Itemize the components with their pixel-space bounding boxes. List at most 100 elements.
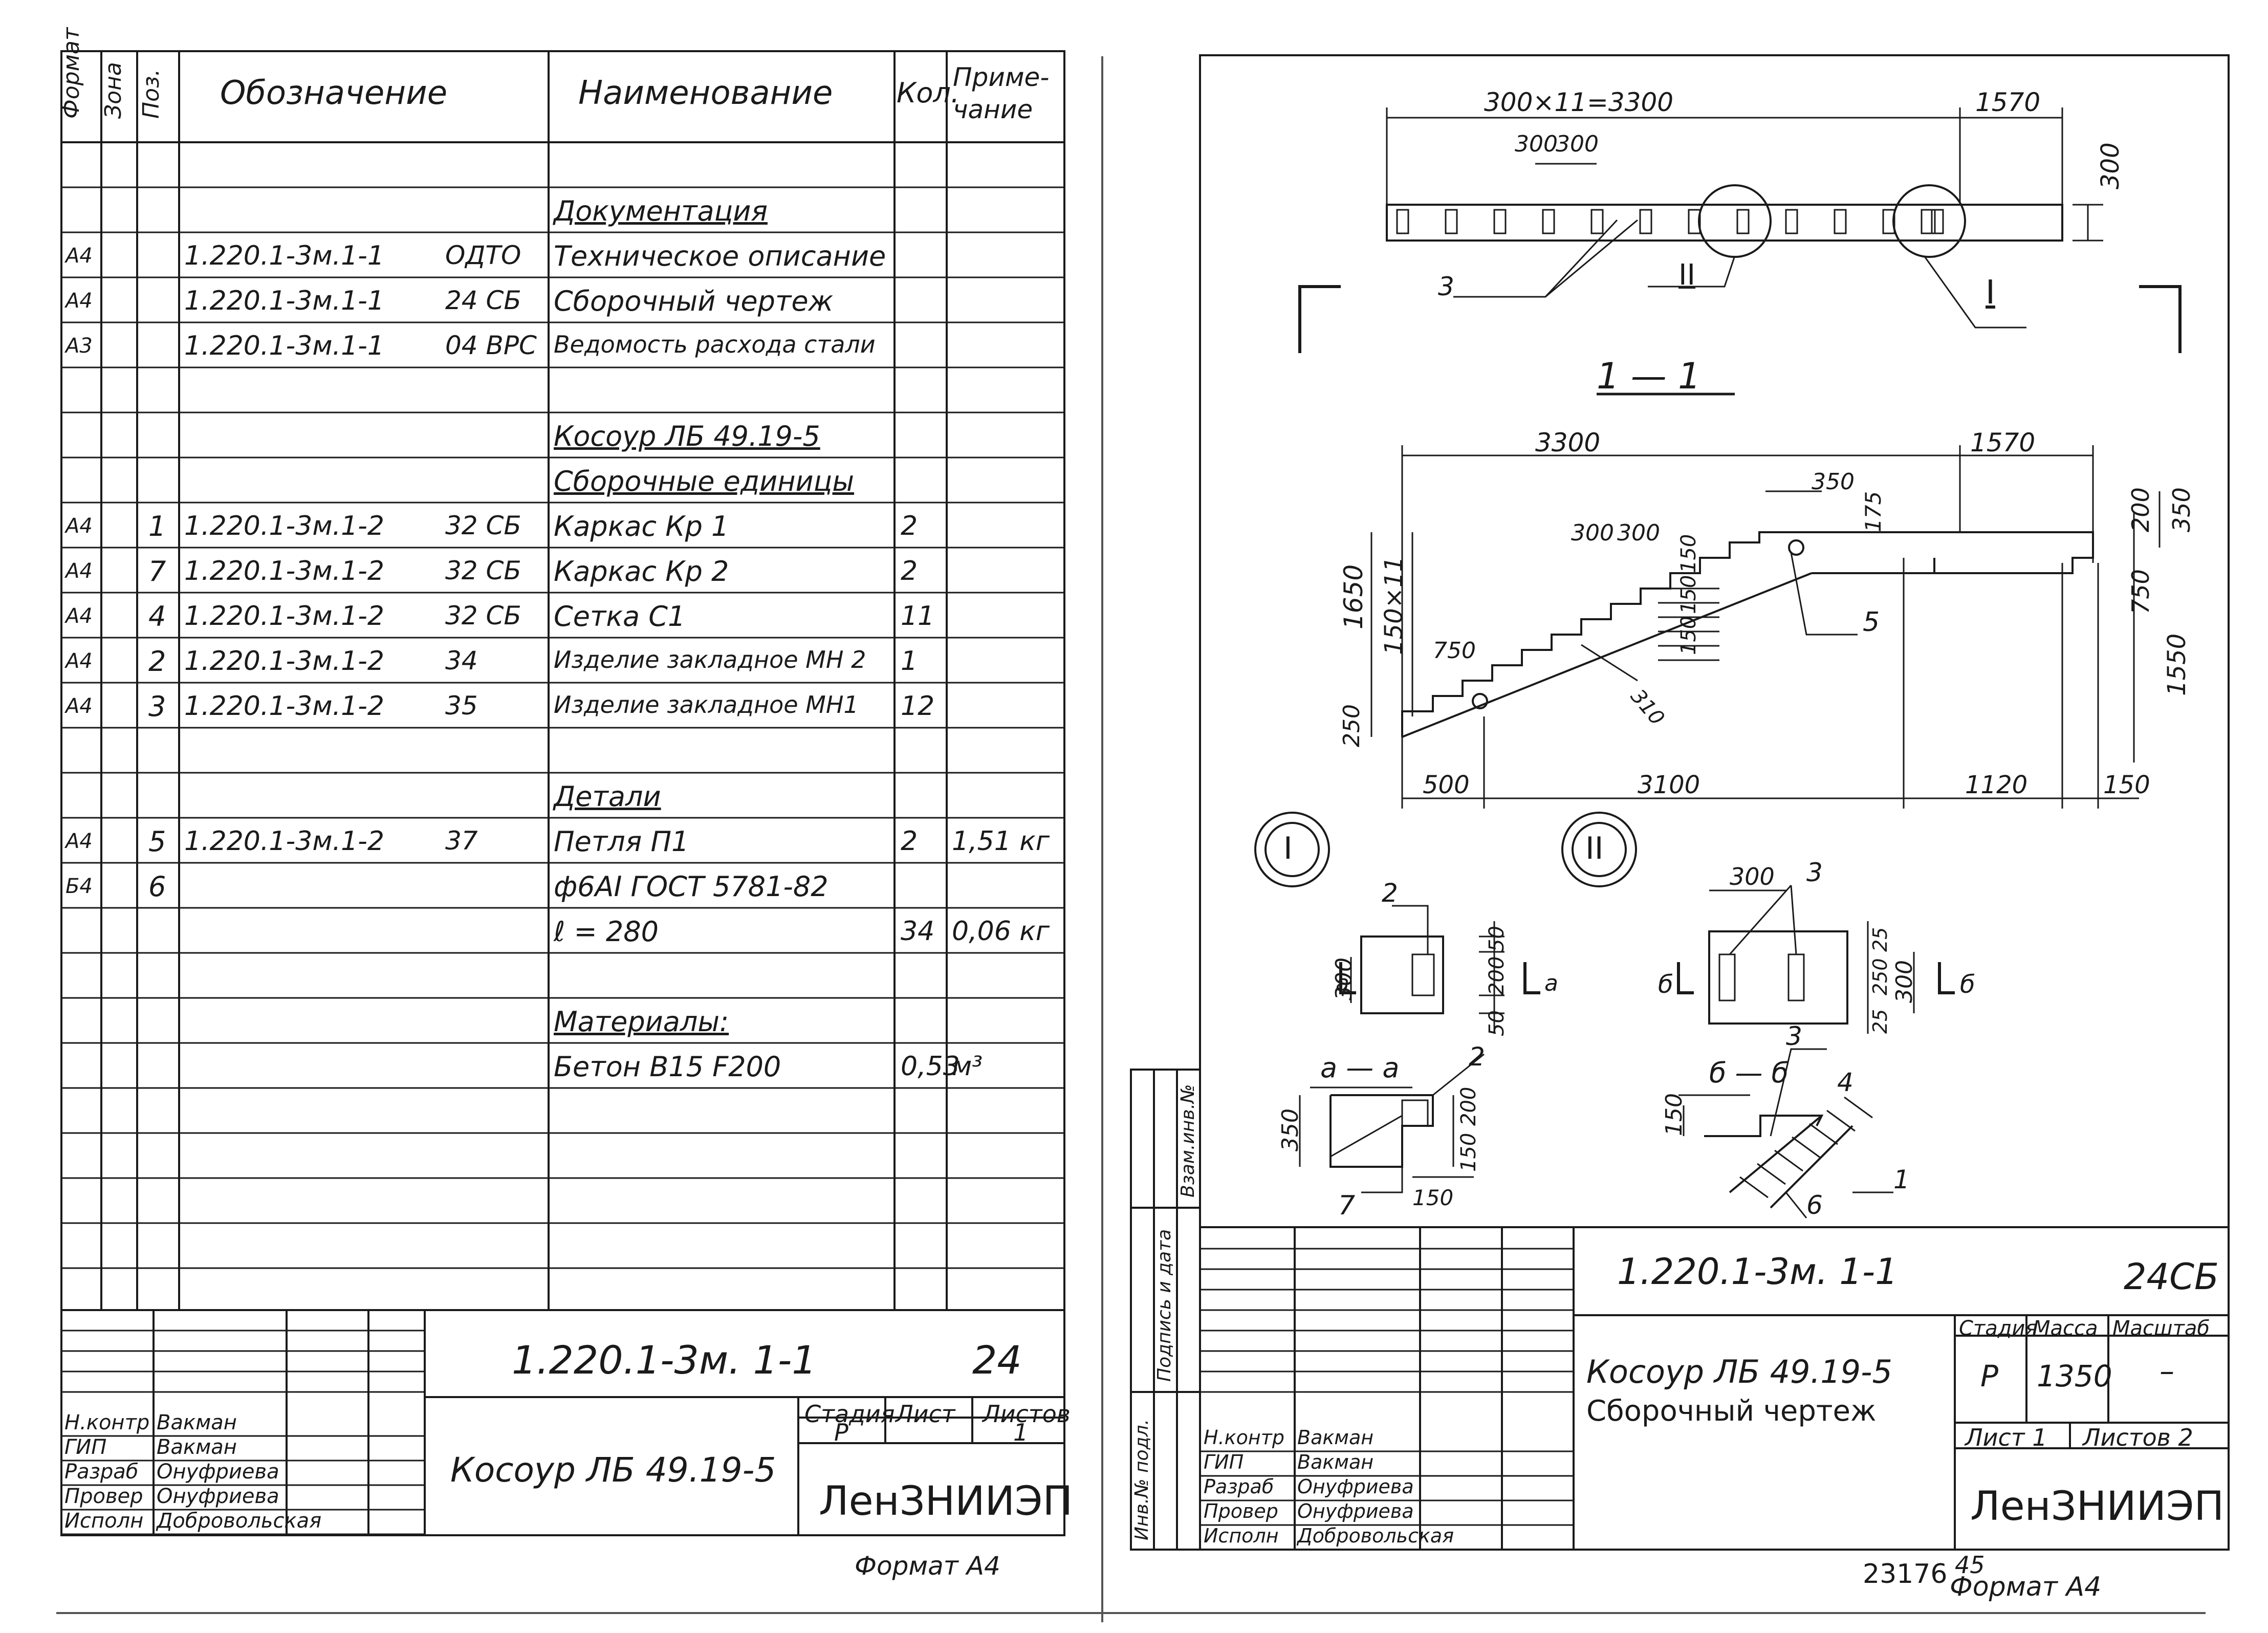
bb-6: 6 bbox=[1806, 1190, 1823, 1220]
row-designation: 1.220.1-3м.1-2 bbox=[184, 556, 385, 586]
row-name: Детали bbox=[554, 780, 661, 813]
bb-4: 4 bbox=[1837, 1068, 1853, 1097]
signer-role: Провер bbox=[64, 1485, 143, 1508]
stamp-sheet-header: Лист bbox=[896, 1400, 955, 1428]
row-name: Ведомость расхода стали bbox=[554, 331, 876, 358]
aa-2: 2 bbox=[1469, 1042, 1485, 1072]
format-note-right: Формат А4 bbox=[1950, 1572, 2102, 1602]
cut-a-left: а bbox=[1336, 970, 1349, 996]
section-b-b bbox=[1678, 1048, 1893, 1218]
plan-marker-II: II bbox=[1678, 258, 1696, 292]
header-zone: Зона bbox=[100, 62, 126, 119]
section-title: 1 — 1 bbox=[1597, 355, 1701, 397]
header-designation: Обозначение bbox=[220, 74, 448, 112]
row-pos: 4 bbox=[148, 600, 166, 633]
row-qty: 2 bbox=[901, 556, 918, 586]
dII-3: 3 bbox=[1806, 858, 1823, 887]
signer-name: Вакман bbox=[157, 1411, 237, 1434]
s-dim-150a: 150 bbox=[1677, 534, 1700, 573]
plan-leader-3: 3 bbox=[1438, 272, 1454, 301]
signer-name: Онуфриева bbox=[1297, 1475, 1414, 1498]
stamp-doc-code-right: 1.220.1-3м. 1-1 bbox=[1617, 1251, 1898, 1293]
row-format: А4 bbox=[66, 244, 93, 268]
stamp-org-right: ЛенЗНИИЭП bbox=[1970, 1484, 2225, 1530]
s-dim-150x11: 150×11 bbox=[1380, 556, 1408, 655]
row-name: Изделие закладное МН 2 bbox=[554, 646, 866, 673]
row-format: А3 bbox=[66, 334, 93, 358]
plan-dim-300b: 300 bbox=[1556, 131, 1599, 157]
plan-view bbox=[1298, 107, 2182, 396]
stamp-stage-right: Р bbox=[1980, 1359, 1998, 1394]
marker-I: I bbox=[1283, 831, 1293, 866]
s-dim-3300: 3300 bbox=[1535, 428, 1601, 458]
row-format: А4 bbox=[66, 559, 93, 583]
signer-name: Добровольская bbox=[157, 1509, 322, 1533]
side-label: Инв.№ подл. bbox=[1131, 1419, 1152, 1540]
signer-name: Вакман bbox=[1297, 1451, 1374, 1473]
row-name: Изделие закладное МН1 bbox=[554, 691, 859, 718]
header-qty: Кол. bbox=[897, 77, 960, 109]
signer-name: Вакман bbox=[157, 1435, 237, 1459]
signer-role: Н.контр bbox=[64, 1411, 150, 1434]
dI-50b: 50 bbox=[1485, 1010, 1509, 1036]
format-note: Формат А4 bbox=[855, 1551, 1000, 1581]
row-name: Каркас Кр 2 bbox=[554, 555, 729, 587]
stamp-doc-code: 1.220.1-3м. 1-1 bbox=[512, 1337, 817, 1383]
s-dim-175: 175 bbox=[1861, 491, 1886, 532]
stamp-title-1: Косоур ЛБ 49.19-5 bbox=[1586, 1353, 1892, 1390]
aa-title: а — а bbox=[1320, 1052, 1400, 1084]
row-name: Косоур ЛБ 49.19-5 bbox=[554, 420, 820, 452]
stamp-stage: Р bbox=[834, 1419, 848, 1446]
header-note: Приме-чание bbox=[953, 62, 1050, 124]
aa-150b: 150 bbox=[1412, 1185, 1454, 1210]
signer-name: Добровольская bbox=[1297, 1525, 1454, 1547]
s-dim-750b: 750 bbox=[1433, 638, 1476, 664]
row-pos: 3 bbox=[148, 690, 166, 723]
s-dim-150b: 150 bbox=[1677, 575, 1700, 614]
signer-role: Разраб bbox=[1204, 1475, 1274, 1498]
signer-name: Онуфриева bbox=[157, 1460, 279, 1484]
signer-role: ГИП bbox=[64, 1435, 107, 1459]
row-name: Документация bbox=[554, 195, 768, 227]
signer-role: Провер bbox=[1204, 1500, 1278, 1522]
row-format: А4 bbox=[66, 830, 93, 853]
row-code: 24 СБ bbox=[445, 286, 521, 315]
s-dim-150d: 150 bbox=[2103, 771, 2150, 799]
s-dim-350: 350 bbox=[1812, 469, 1855, 495]
signer-name: Вакман bbox=[1297, 1426, 1374, 1449]
row-code: 32 СБ bbox=[445, 556, 521, 585]
s-dim-350b: 350 bbox=[2168, 487, 2195, 532]
row-qty: 0,53 bbox=[901, 1051, 960, 1082]
header-format: Формат bbox=[58, 27, 84, 119]
row-code: 37 bbox=[445, 826, 478, 856]
stamp-sheet-right: Лист 1 bbox=[1965, 1424, 2047, 1451]
row-designation: 1.220.1-3м.1-2 bbox=[184, 826, 385, 857]
row-designation: 1.220.1-3м.1-1 bbox=[184, 331, 385, 361]
bottom-rule bbox=[56, 1612, 2206, 1614]
s-dim-1570: 1570 bbox=[1970, 428, 2036, 458]
dI-50a: 50 bbox=[1485, 926, 1509, 952]
row-designation: 1.220.1-3м.1-1 bbox=[184, 241, 385, 271]
archive-sub: 45 bbox=[1955, 1551, 1985, 1579]
stamp-doc-suffix: 24СБ bbox=[2124, 1256, 2219, 1298]
s-dim-1650: 1650 bbox=[1339, 564, 1368, 629]
row-name: ℓ = 280 bbox=[554, 916, 659, 948]
row-designation: 1.220.1-3м.1-2 bbox=[184, 511, 385, 541]
row-pos: 7 bbox=[148, 555, 166, 587]
signer-role: Н.контр bbox=[1204, 1426, 1284, 1449]
detail-II bbox=[1677, 885, 1955, 1034]
dII-300b: 300 bbox=[1891, 960, 1917, 1003]
section-leader-5: 5 bbox=[1863, 607, 1880, 638]
section-1-1-view bbox=[1370, 445, 2161, 809]
s-dim-150c: 150 bbox=[1677, 616, 1700, 655]
cut-b-left: б bbox=[1658, 970, 1673, 999]
stamp-org: ЛенЗНИИЭП bbox=[819, 1478, 1073, 1525]
dII-25b: 25 bbox=[1869, 1009, 1891, 1034]
signer-role: Разраб bbox=[64, 1460, 139, 1484]
dII-300: 300 bbox=[1730, 863, 1775, 890]
cut-b-right: б bbox=[1960, 970, 1975, 999]
row-note: 1,51 кг bbox=[952, 826, 1050, 857]
s-dim-300a: 300 bbox=[1571, 520, 1614, 546]
row-name: Материалы: bbox=[554, 1006, 729, 1038]
